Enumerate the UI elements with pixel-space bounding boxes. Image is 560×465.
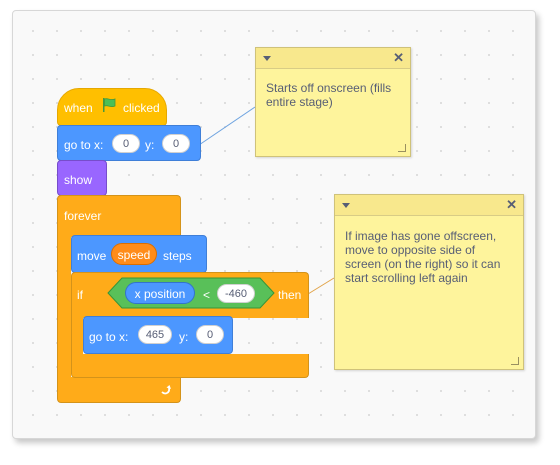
then-label: then: [278, 288, 302, 302]
go-to-x-input[interactable]: 0: [112, 134, 140, 153]
collapse-comment-1-icon[interactable]: [263, 56, 271, 61]
move-label: move: [77, 249, 107, 263]
comment-1-title-bar[interactable]: [256, 48, 410, 69]
if-block-arm: [71, 316, 83, 358]
when-flag-clicked-block[interactable]: [57, 88, 167, 126]
green-flag-icon: [101, 97, 117, 118]
steps-label: steps: [163, 249, 192, 263]
forever-label: forever: [64, 209, 102, 223]
hat-clicked-label: clicked: [123, 101, 160, 115]
show-block[interactable]: [57, 160, 107, 196]
resize-comment-1-handle[interactable]: [398, 144, 406, 152]
close-comment-2-icon[interactable]: ✕: [506, 197, 517, 212]
comment-2-title-bar[interactable]: [335, 195, 523, 216]
close-comment-1-icon[interactable]: ✕: [393, 50, 404, 65]
hat-when-label: when: [64, 101, 93, 115]
comment-note-2[interactable]: ✕ If image has gone offscreen, move to o…: [334, 194, 524, 370]
forever-block[interactable]: [57, 195, 181, 237]
go-to-label: go to x:: [64, 138, 104, 152]
go-to-y-input[interactable]: 0: [162, 134, 190, 153]
comment-connectors: [198, 106, 335, 295]
comment-note-1[interactable]: ✕ Starts off onscreen (fills entire stag…: [255, 47, 411, 157]
if-block-bottom: [71, 354, 309, 378]
comment-1-text[interactable]: Starts off onscreen (fills entire stage): [266, 81, 392, 109]
forever-block-arm: [57, 235, 71, 381]
code-area[interactable]: when clicked go to x: 0 y: 0 show foreve…: [12, 10, 536, 439]
x-position-reporter[interactable]: x position: [125, 282, 195, 304]
go-to-label-2: go to x:: [89, 330, 129, 344]
show-label: show: [64, 173, 93, 187]
comment-2-text[interactable]: If image has gone offscreen, move to opp…: [345, 229, 501, 285]
compare-value-input[interactable]: -460: [217, 284, 255, 303]
speed-variable-reporter[interactable]: speed: [111, 243, 157, 265]
less-than-sign: <: [203, 288, 211, 302]
resize-comment-2-handle[interactable]: [511, 357, 519, 365]
go-to-y-label-2: y:: [179, 330, 189, 344]
collapse-comment-2-icon[interactable]: [342, 203, 350, 208]
if-label: if: [77, 288, 83, 302]
loop-arrow-icon: [159, 383, 173, 402]
go-to-x-input-2[interactable]: 465: [138, 325, 172, 344]
go-to-y-input-2[interactable]: 0: [196, 325, 224, 344]
go-to-y-label: y:: [145, 138, 155, 152]
forever-block-bottom: [57, 377, 181, 403]
